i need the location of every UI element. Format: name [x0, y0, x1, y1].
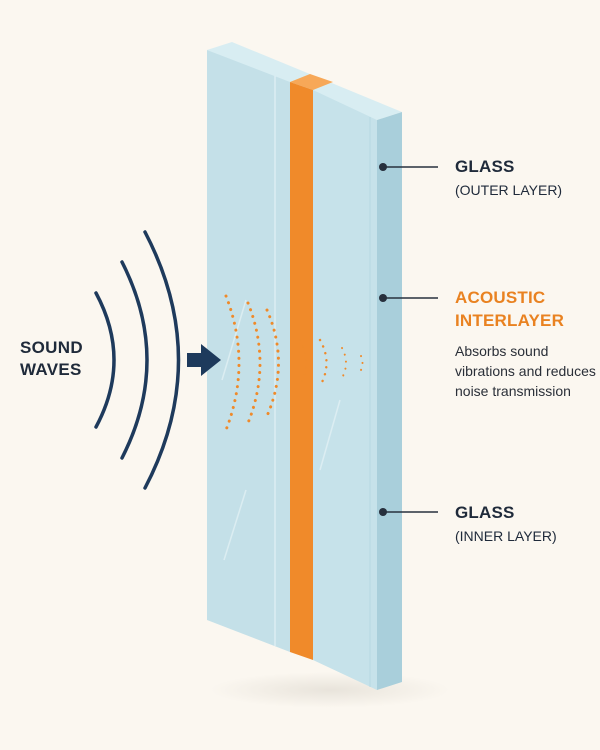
damped-wave-arc: [246, 301, 262, 425]
inner-glass-title: GLASS: [455, 503, 515, 522]
inner-glass-label: GLASS (INNER LAYER): [455, 502, 557, 545]
glass-reflection: [221, 299, 247, 381]
interlayer-label: ACOUSTIC INTERLAYER Absorbs sound vibrat…: [455, 287, 600, 401]
damped-wave-arc: [298, 338, 308, 388]
damped-wave-arc: [360, 355, 364, 371]
damped-wave-arc: [224, 294, 241, 432]
sound-waves-label-line1: SOUND: [20, 338, 83, 357]
outer-glass-title: GLASS: [455, 157, 515, 176]
sound-waves-icon: [94, 230, 181, 490]
interlayer-top: [290, 74, 333, 90]
leader-outer-glass: [379, 163, 438, 171]
glass-reflection: [223, 489, 247, 561]
damped-waves: [224, 294, 364, 432]
glass-reflection: [319, 399, 341, 471]
leader-inner-glass: [379, 508, 438, 516]
panel-side-face: [377, 112, 402, 690]
interlayer-title-line1: ACOUSTIC: [455, 288, 546, 307]
inner-glass-subtitle: (INNER LAYER): [455, 528, 557, 544]
sound-wave-arc: [143, 230, 181, 490]
inner-glass-front: [313, 90, 377, 690]
sound-wave-arc: [94, 291, 116, 429]
sound-wave-arc: [120, 260, 149, 460]
interlayer-title-line2: INTERLAYER: [455, 311, 565, 330]
sound-waves-label-line2: WAVES: [20, 360, 82, 379]
panel-shadow: [210, 672, 450, 708]
acoustic-interlayer: [290, 82, 313, 660]
sound-waves-label: SOUND WAVES: [20, 337, 83, 381]
outer-glass-front: [207, 50, 290, 652]
outer-glass-label: GLASS (OUTER LAYER): [455, 156, 562, 199]
leader-interlayer: [379, 294, 438, 302]
damped-wave-arc: [341, 347, 347, 379]
interlayer-description: Absorbs sound vibrations and reduces noi…: [455, 343, 596, 399]
outer-glass-subtitle: (OUTER LAYER): [455, 182, 563, 198]
arrow-right-icon: [187, 344, 221, 376]
